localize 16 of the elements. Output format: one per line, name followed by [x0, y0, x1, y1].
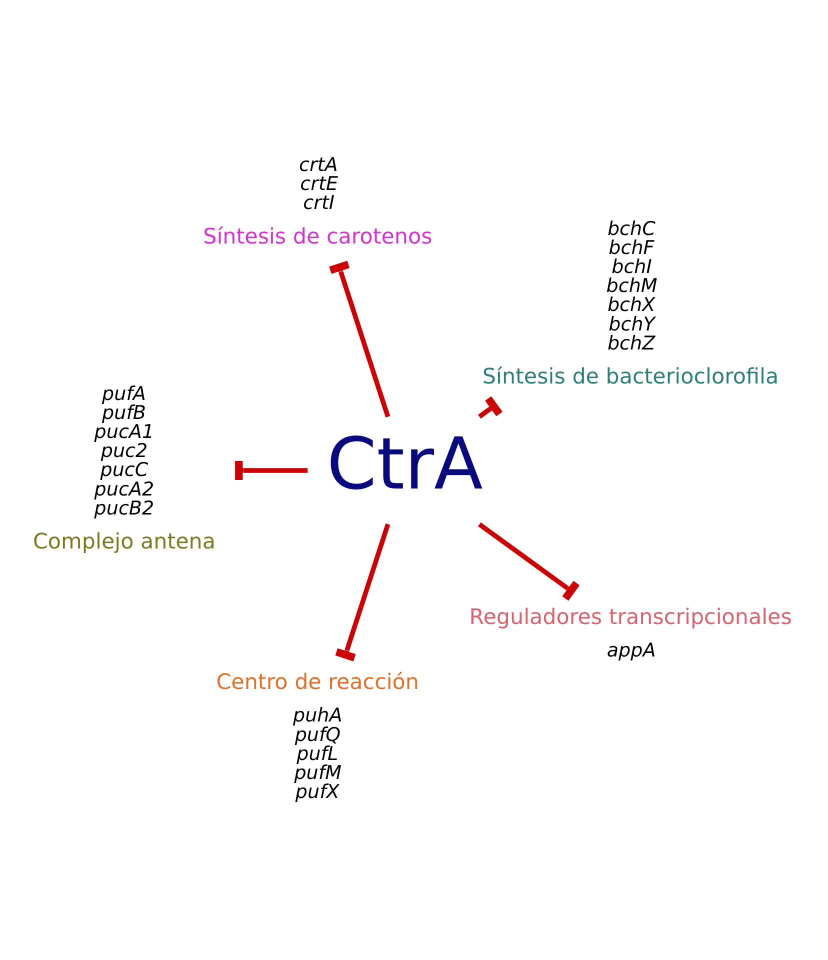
node-label: appA — [606, 640, 656, 662]
node-label: pufA — [102, 382, 146, 405]
node-text: Síntesis de bacterioclorofila — [482, 364, 779, 390]
node-label: bchC — [607, 218, 656, 240]
node-text: CtrA — [326, 422, 483, 506]
connector — [478, 396, 502, 419]
connector — [478, 522, 580, 601]
connector — [329, 260, 390, 418]
node-text: Síntesis de carotenos — [203, 224, 432, 250]
node-text: Complejo antena — [32, 529, 216, 554]
connector — [235, 460, 308, 480]
node-label: pufX — [295, 780, 340, 803]
node-text: Reguladores transcripcionales — [469, 605, 792, 630]
node-label: puc2 — [100, 440, 148, 462]
node-text: Centro de reacción — [216, 670, 420, 696]
connector — [335, 523, 390, 662]
